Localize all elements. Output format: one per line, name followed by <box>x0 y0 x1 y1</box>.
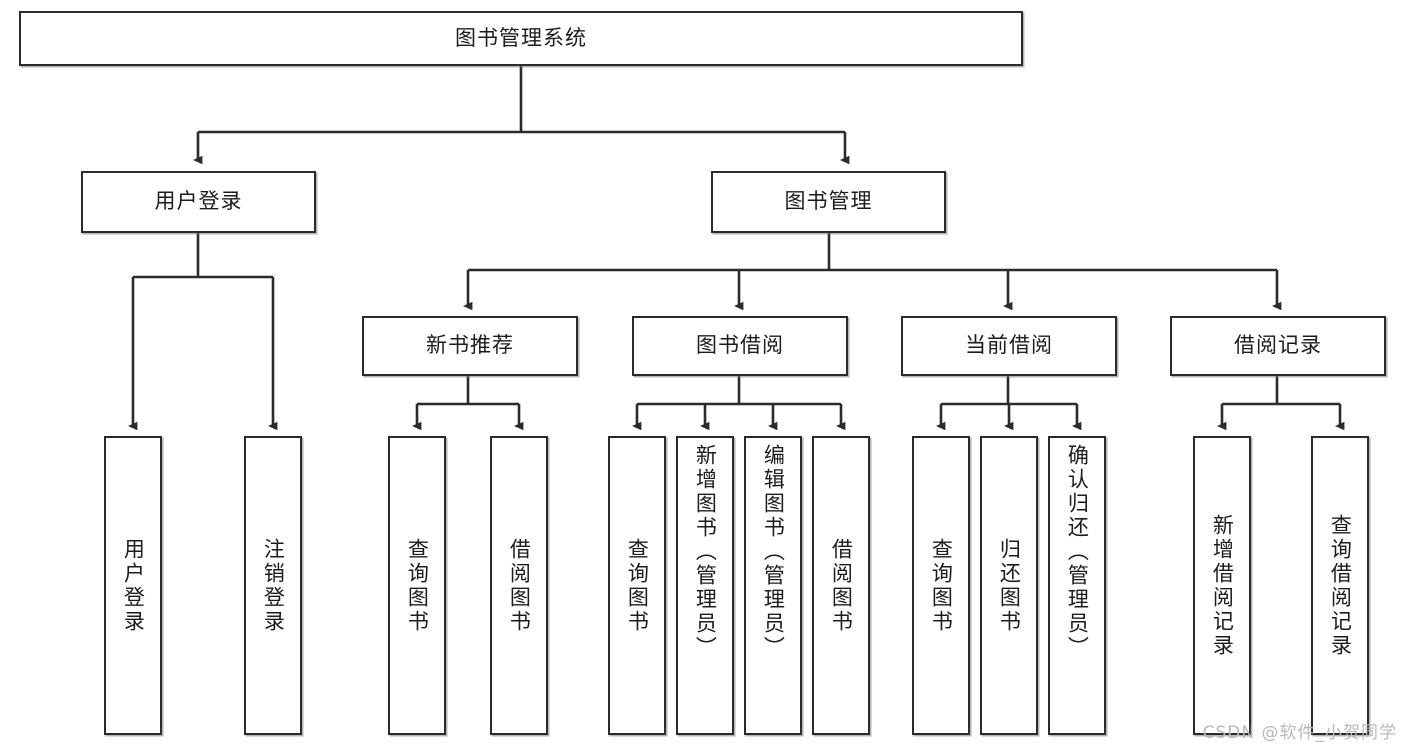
node-book-borrow[interactable]: 图书借阅 <box>632 316 848 376</box>
node-label: 借阅图书 <box>507 537 532 634</box>
node-label: 确认归还（管理员） <box>1065 444 1090 660</box>
connector-newbook-to-leaves <box>412 376 524 431</box>
node-label: 查询图书 <box>405 537 430 634</box>
connector-bookmanage-to-level3 <box>463 233 1282 311</box>
node-label: 借阅记录 <box>1234 333 1322 358</box>
leaf-borrow-book-borrow[interactable]: 借阅图书 <box>812 436 870 735</box>
node-label: 用户登录 <box>154 189 243 214</box>
leaf-user-login[interactable]: 用户登录 <box>104 436 162 735</box>
node-user-login[interactable]: 用户登录 <box>81 171 316 233</box>
node-book-manage[interactable]: 图书管理 <box>711 171 946 233</box>
leaf-add-book-admin[interactable]: 新增图书（管理员） <box>676 436 734 735</box>
leaf-query-book-borrow[interactable]: 查询图书 <box>608 436 666 735</box>
node-label: 借阅图书 <box>829 537 854 634</box>
node-label: 查询图书 <box>625 537 650 634</box>
node-label: 查询借阅记录 <box>1328 513 1353 658</box>
connector-userlogin-to-leaves <box>128 233 278 431</box>
node-label: 新增借阅记录 <box>1210 513 1235 658</box>
node-new-book-recommend[interactable]: 新书推荐 <box>362 316 578 376</box>
node-label: 注销登录 <box>261 537 286 634</box>
connector-currentborrow-to-leaves <box>936 376 1082 431</box>
node-label: 当前借阅 <box>965 333 1053 358</box>
connector-root-to-level2 <box>193 66 850 165</box>
leaf-return-book[interactable]: 归还图书 <box>980 436 1038 735</box>
leaf-logout-login[interactable]: 注销登录 <box>244 436 302 735</box>
leaf-query-book-recommend[interactable]: 查询图书 <box>388 436 446 735</box>
node-label: 图书借阅 <box>696 333 784 358</box>
leaf-query-borrow-record[interactable]: 查询借阅记录 <box>1311 436 1369 735</box>
node-label: 查询图书 <box>929 537 954 634</box>
node-label: 图书管理系统 <box>455 25 587 50</box>
node-label: 用户登录 <box>121 537 146 634</box>
node-label: 归还图书 <box>997 537 1022 634</box>
node-label: 新书推荐 <box>426 333 514 358</box>
leaf-edit-book-admin[interactable]: 编辑图书（管理员） <box>744 436 802 735</box>
csdn-watermark: CSDN @软件_小贺同学 <box>1202 723 1397 743</box>
connector-borrowrecord-to-leaves <box>1217 376 1345 431</box>
node-label: 编辑图书（管理员） <box>761 444 786 660</box>
node-label: 新增图书（管理员） <box>693 444 718 660</box>
node-label: 图书管理 <box>784 189 873 214</box>
node-borrow-record[interactable]: 借阅记录 <box>1170 316 1386 376</box>
leaf-borrow-book-recommend[interactable]: 借阅图书 <box>490 436 548 735</box>
leaf-add-borrow-record[interactable]: 新增借阅记录 <box>1193 436 1251 735</box>
leaf-query-book-current[interactable]: 查询图书 <box>912 436 970 735</box>
node-current-borrow[interactable]: 当前借阅 <box>901 316 1117 376</box>
leaf-confirm-return-admin[interactable]: 确认归还（管理员） <box>1048 436 1106 735</box>
node-root-library-system[interactable]: 图书管理系统 <box>19 11 1023 66</box>
connector-bookborrow-to-leaves <box>632 376 846 431</box>
